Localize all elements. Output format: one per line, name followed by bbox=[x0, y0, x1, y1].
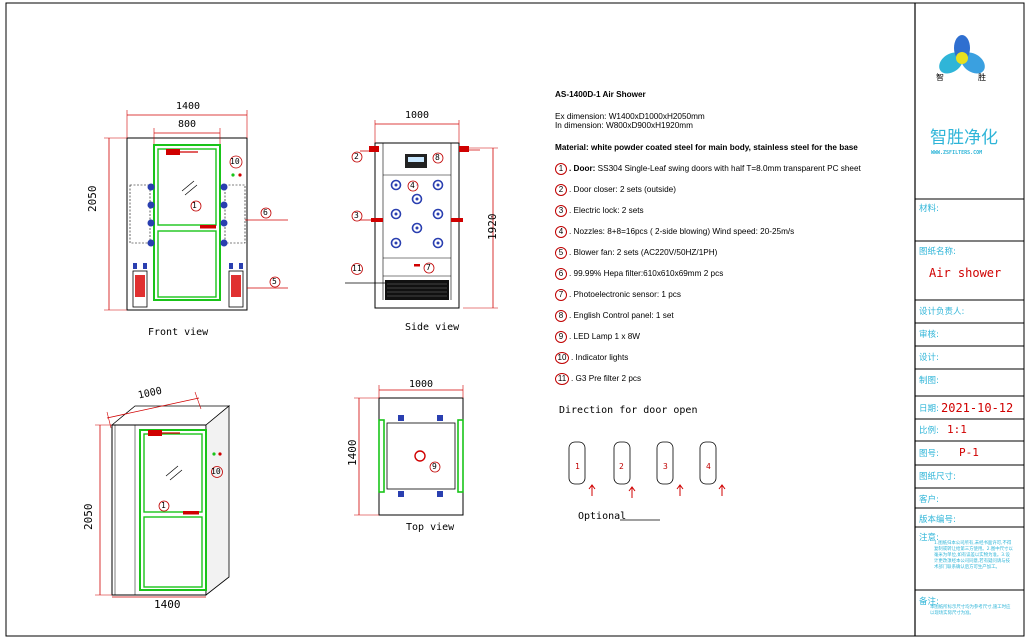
front-callout-10: 10 bbox=[230, 157, 240, 166]
tb-customer-label: 客户: bbox=[919, 495, 939, 505]
door-dir-2: 2 bbox=[619, 462, 624, 471]
company-website: WWW.ZSFILTERS.COM bbox=[931, 150, 983, 156]
tb-notice-label: 注意: bbox=[919, 533, 939, 543]
tb-paper-size-label: 图纸尺寸: bbox=[919, 472, 956, 482]
sheet-border bbox=[5, 2, 1025, 637]
iso-view bbox=[95, 391, 231, 598]
door-dir-1: 1 bbox=[575, 462, 580, 471]
side-view bbox=[345, 120, 498, 309]
tb-scale-value: 1:1 bbox=[947, 423, 967, 436]
top-view-label: Top view bbox=[406, 522, 455, 533]
spec-item-2: 2. Door closer: 2 sets (outside) bbox=[555, 184, 676, 196]
spec-item-4: 4. Nozzles: 8+8=16pcs ( 2-side blowing) … bbox=[555, 226, 794, 238]
tb-material-label: 材料: bbox=[919, 204, 939, 214]
spec-item-11: 11. G3 Pre filter 2 pcs bbox=[555, 373, 641, 385]
tb-drawing-no-label: 图号: bbox=[919, 449, 939, 459]
tb-design-label: 设计: bbox=[919, 353, 939, 363]
tb-designer-lead-label: 设计负责人: bbox=[919, 307, 965, 317]
spec-item-8: 8. English Control panel: 1 set bbox=[555, 310, 674, 322]
logo-char-left: 智 bbox=[936, 73, 944, 82]
door-direction-title: Direction for door open bbox=[559, 405, 698, 416]
top-width-dim: 1400 bbox=[346, 439, 359, 467]
spec-item-1: 1. Door: SS304 Single-Leaf swing doors w… bbox=[555, 163, 861, 175]
top-callout-9: 9 bbox=[432, 462, 437, 471]
title-block-grid bbox=[915, 198, 1024, 591]
spec-material: Material: white powder coated steel for … bbox=[555, 143, 858, 152]
spec-item-10: 10. Indicator lights bbox=[555, 352, 628, 364]
tb-notice-text: 1.图纸归本公司所有,未经书面许可,不得复制或转让给第三方使用。2.图中尺寸以毫… bbox=[934, 541, 1013, 570]
door-dir-4: 4 bbox=[706, 462, 711, 471]
front-view-label: Front view bbox=[148, 327, 209, 338]
door-direction-optional: Optional bbox=[578, 511, 627, 522]
logo-char-right: 胜 bbox=[978, 73, 986, 82]
tb-drawing-no-value: P-1 bbox=[959, 446, 979, 459]
tb-date-value: 2021-10-12 bbox=[941, 401, 1014, 415]
iso-width-dim: 1400 bbox=[154, 598, 181, 611]
tb-remark-label: 备注: bbox=[919, 597, 939, 607]
tb-review-label: 审核: bbox=[919, 330, 939, 340]
front-height-dim: 2050 bbox=[86, 185, 99, 213]
spec-item-6: 6. 99.99% Hepa filter:610x610x69mm 2 pcs bbox=[555, 268, 723, 280]
iso-height-dim: 2050 bbox=[82, 503, 95, 531]
tb-version-label: 版本编号: bbox=[919, 515, 956, 525]
side-callout-3: 3 bbox=[354, 211, 359, 220]
spec-in-dimension: In dimension: W800xD900xH1920mm bbox=[555, 121, 693, 130]
front-callout-5: 5 bbox=[272, 277, 277, 286]
front-view bbox=[104, 110, 288, 311]
spec-title: AS-1400D-1 Air Shower bbox=[555, 90, 646, 99]
tb-drawing-name-value: Air shower bbox=[929, 266, 1002, 280]
door-direction-diagram bbox=[568, 441, 726, 521]
tb-drafter-label: 制图: bbox=[919, 376, 939, 386]
side-callout-4: 4 bbox=[410, 181, 415, 190]
side-depth-dim: 1000 bbox=[405, 110, 430, 121]
iso-callout-1: 1 bbox=[161, 501, 166, 510]
front-width-dim: 1400 bbox=[176, 101, 201, 112]
iso-callout-10: 10 bbox=[211, 467, 221, 476]
side-callout-2: 2 bbox=[354, 152, 359, 161]
tb-date-label: 日期: bbox=[919, 404, 939, 414]
front-callout-1: 1 bbox=[192, 201, 197, 210]
top-view bbox=[354, 385, 464, 516]
side-view-label: Side view bbox=[405, 322, 460, 333]
front-callout-6: 6 bbox=[263, 208, 268, 217]
spec-item-7: 7. Photoelectronic sensor: 1 pcs bbox=[555, 289, 681, 301]
tb-drawing-name-label: 图纸名称: bbox=[919, 247, 956, 257]
tb-scale-label: 比例: bbox=[919, 426, 939, 436]
top-depth-dim: 1000 bbox=[409, 379, 434, 390]
spec-item-5: 5. Blower fan: 2 sets (AC220V/50HZ/1PH) bbox=[555, 247, 717, 259]
spec-item-3: 3. Electric lock: 2 sets bbox=[555, 205, 644, 217]
side-callout-8: 8 bbox=[435, 153, 440, 162]
side-height-dim: 1920 bbox=[486, 213, 499, 241]
front-door-width-dim: 800 bbox=[178, 119, 197, 130]
door-dir-3: 3 bbox=[663, 462, 668, 471]
company-logo bbox=[939, 35, 985, 74]
side-callout-7: 7 bbox=[426, 263, 431, 272]
company-name: 智胜净化 bbox=[930, 128, 998, 148]
tb-remark-text: 本图纸所标示尺寸均为参考尺寸,施工时应以现场实际尺寸为准。 bbox=[930, 605, 1011, 616]
spec-item-9: 9. LED Lamp 1 x 8W bbox=[555, 331, 640, 343]
spec-ex-dimension: Ex dimension: W1400xD1000xH2050mm bbox=[555, 112, 705, 121]
side-callout-11: 11 bbox=[352, 264, 362, 273]
